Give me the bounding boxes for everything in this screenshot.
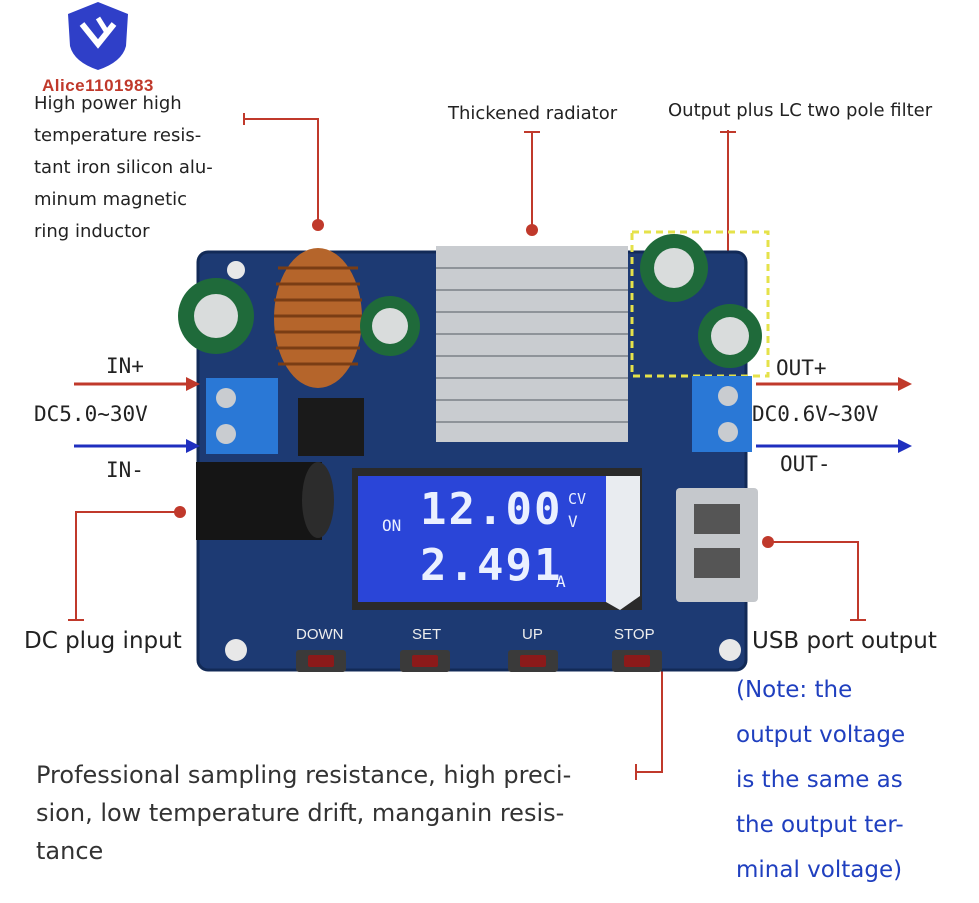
usb-note-line: (Note: the	[736, 677, 853, 703]
lcd-current-readout: 2.491	[420, 540, 563, 591]
out-range-label: DC0.6V~30V	[752, 402, 879, 426]
usb-note-line: the output ter-	[736, 812, 904, 838]
radiator-callout: Thickened radiator	[448, 103, 618, 124]
in-range-label: DC5.0~30V	[34, 402, 148, 426]
terminal-arrows	[74, 377, 912, 453]
usb-note-line: output voltage	[736, 722, 906, 748]
dc-plug-callout: DC plug input	[24, 628, 182, 654]
inductor-callout-line: temperature resis-	[34, 125, 202, 146]
brand-logo	[68, 2, 128, 70]
usb-note: (Note: the output voltage is the same as…	[736, 668, 905, 893]
capacitors	[178, 234, 762, 368]
callout-leaders	[68, 113, 866, 780]
up-button: UP	[522, 626, 543, 643]
usb-callout: USB port output	[752, 628, 937, 654]
in-minus-label: IN-	[106, 458, 144, 482]
inductor-callout-line: High power high	[34, 93, 182, 114]
filter-callout: Output plus LC two pole filter	[668, 100, 933, 121]
brand-name: Alice1101983	[42, 76, 154, 95]
sampling-callout-line: sion, low temperature drift, manganin re…	[36, 799, 565, 827]
usb-note-line: minal voltage)	[736, 857, 903, 883]
set-button: SET	[412, 626, 442, 643]
lcd-on-indicator: ON	[382, 516, 402, 535]
lcd-cv-indicator: CV	[568, 490, 587, 508]
inductor-callout-line: minum magnetic	[34, 189, 188, 210]
inductor-callout-line: tant iron silicon alu-	[34, 157, 213, 178]
usb-note-line: is the same as	[736, 767, 903, 793]
sampling-callout: Professional sampling resistance, high p…	[36, 756, 571, 870]
sampling-callout-line: tance	[36, 837, 104, 865]
in-plus-label: IN+	[106, 354, 144, 378]
down-button: DOWN	[296, 626, 344, 643]
stop-button: STOP	[614, 626, 655, 643]
lcd-current-unit: A	[556, 572, 566, 591]
out-minus-label: OUT-	[780, 452, 831, 476]
inductor-callout-line: ring inductor	[34, 221, 150, 242]
sampling-callout-line: Professional sampling resistance, high p…	[36, 761, 572, 789]
out-plus-label: OUT+	[776, 356, 827, 380]
lcd-voltage-unit: V	[568, 512, 578, 531]
inductor-callout: High power high temperature resis- tant …	[34, 92, 244, 244]
lcd-voltage-readout: 12.00	[420, 484, 563, 535]
